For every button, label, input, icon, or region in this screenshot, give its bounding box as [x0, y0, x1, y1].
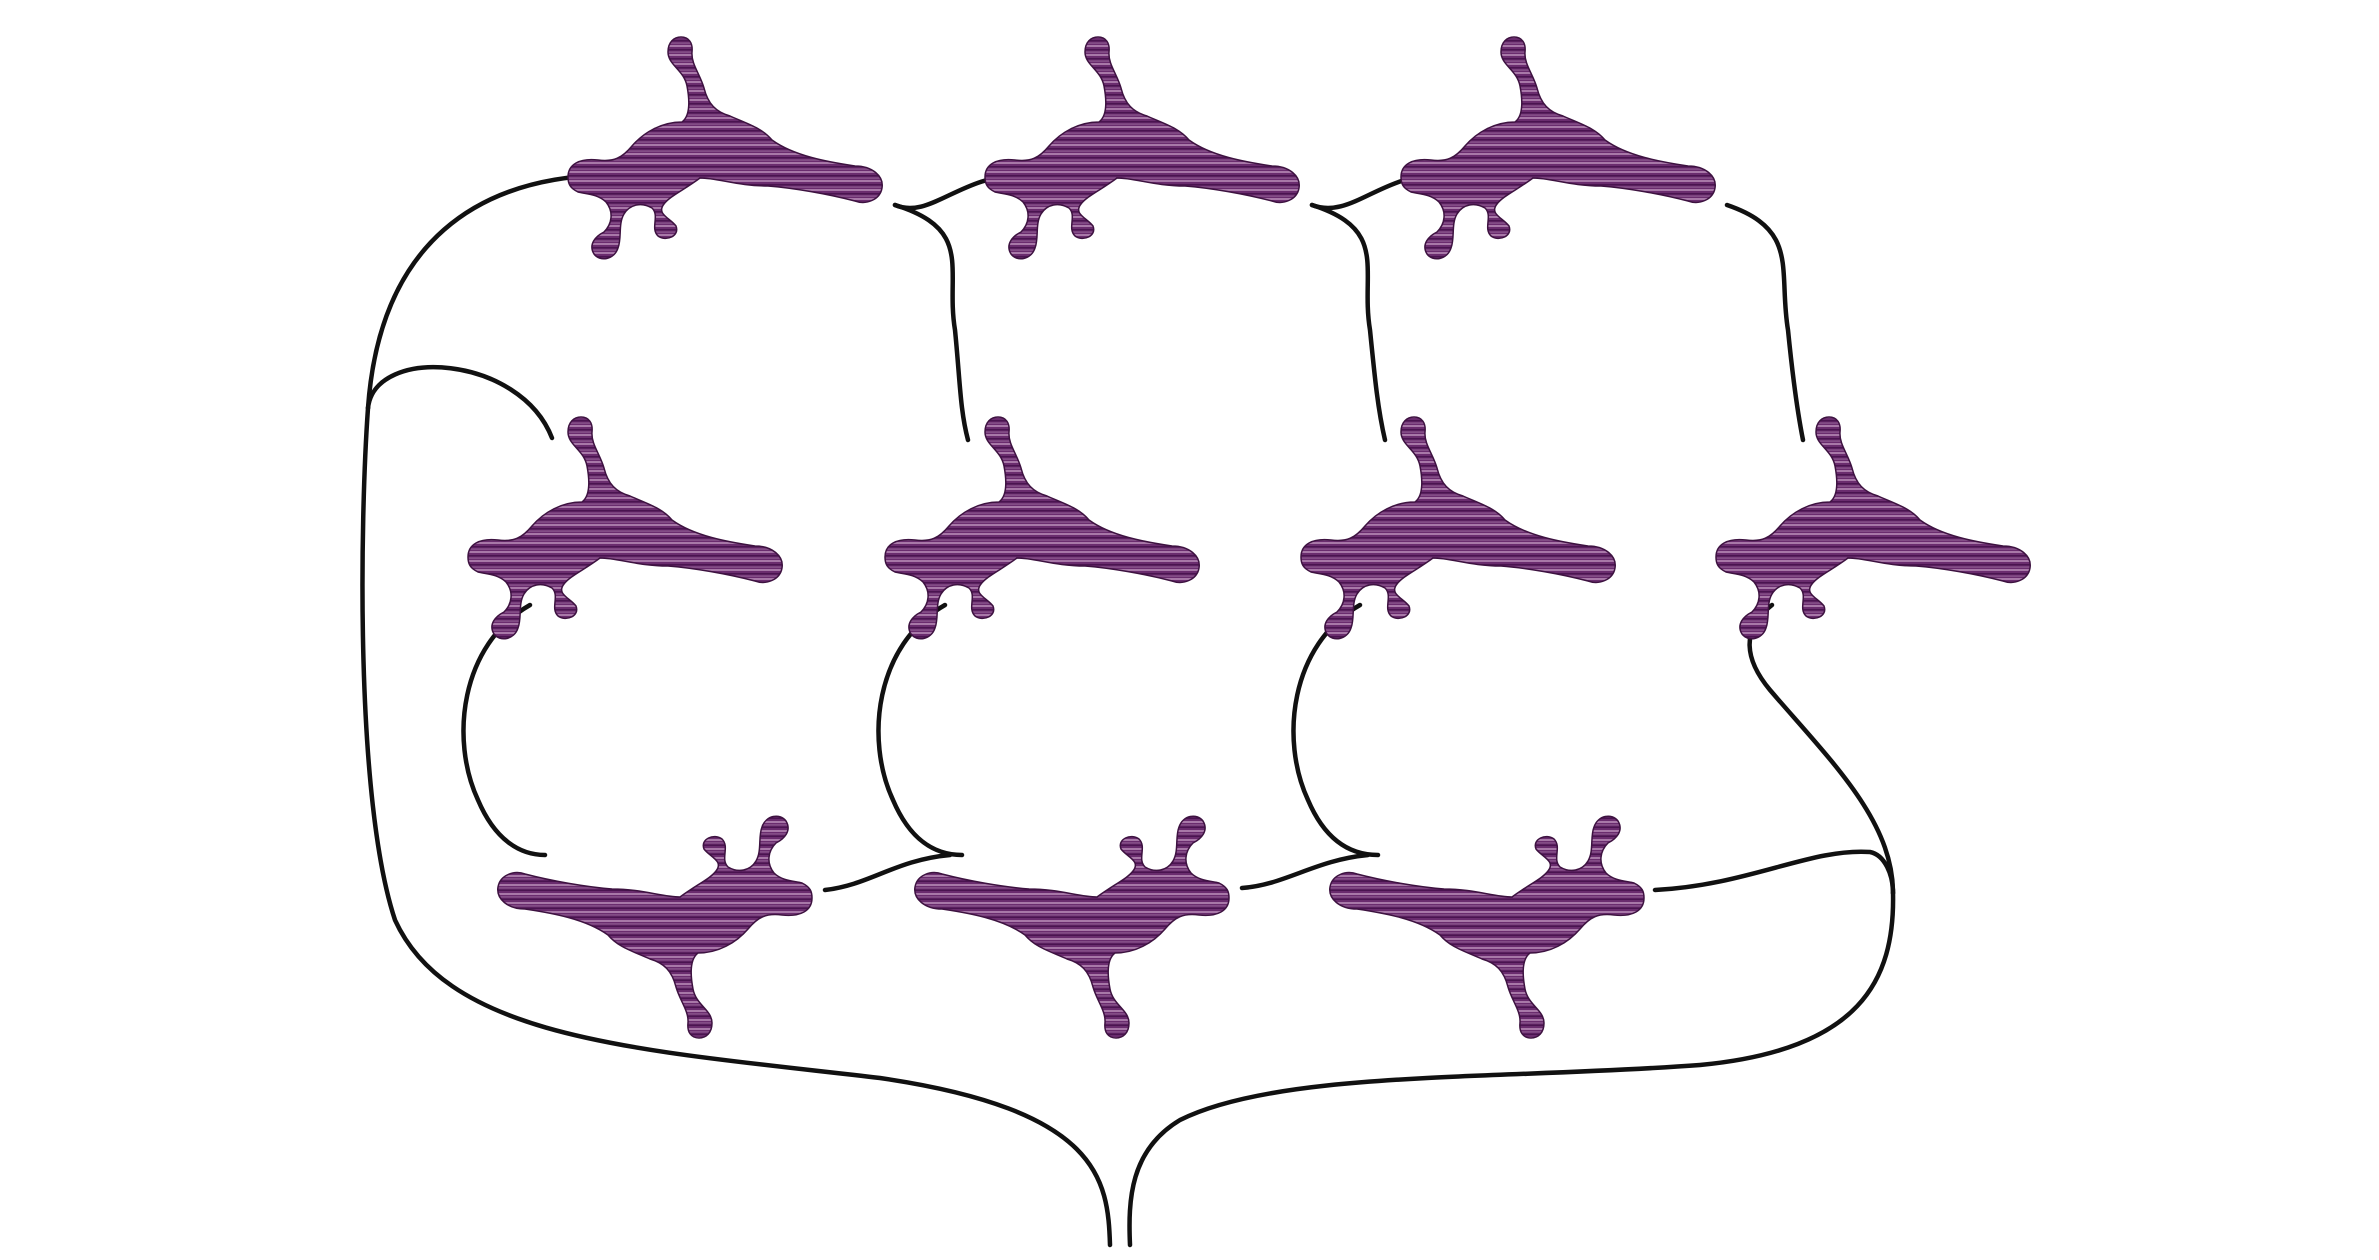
wire-c31-c32 [822, 852, 953, 893]
wire-c32-c33 [1239, 852, 1371, 891]
cell-c32 [914, 815, 1230, 1039]
cell-c21 [467, 416, 783, 640]
wire-c24-right-branch [1747, 602, 1896, 896]
cell-c22 [884, 416, 1200, 640]
cell-c11 [567, 36, 883, 260]
wire-c11-c22 [892, 202, 971, 443]
cell-c33 [1329, 815, 1645, 1039]
cell-c23 [1300, 416, 1616, 640]
cell-c24 [1715, 416, 2031, 640]
cell-c13 [1400, 36, 1716, 260]
wire-c21-c31 [461, 602, 548, 858]
wire-c13-c24 [1724, 202, 1806, 443]
wire-right-branch-output-right [1127, 890, 1896, 1248]
cell-c31 [497, 815, 813, 1039]
wire-c21-left-branch [365, 365, 555, 441]
wire-c11-left-branch [365, 172, 608, 411]
wire-c33-right-branch [1652, 849, 1896, 896]
connection-wires [360, 172, 1896, 1248]
cell-c12 [984, 36, 1300, 260]
wire-c23-c33 [1291, 602, 1381, 858]
wire-left-branch-output-left [360, 405, 1113, 1248]
wire-c12-c23 [1309, 202, 1388, 443]
wire-c22-c32 [876, 602, 965, 858]
